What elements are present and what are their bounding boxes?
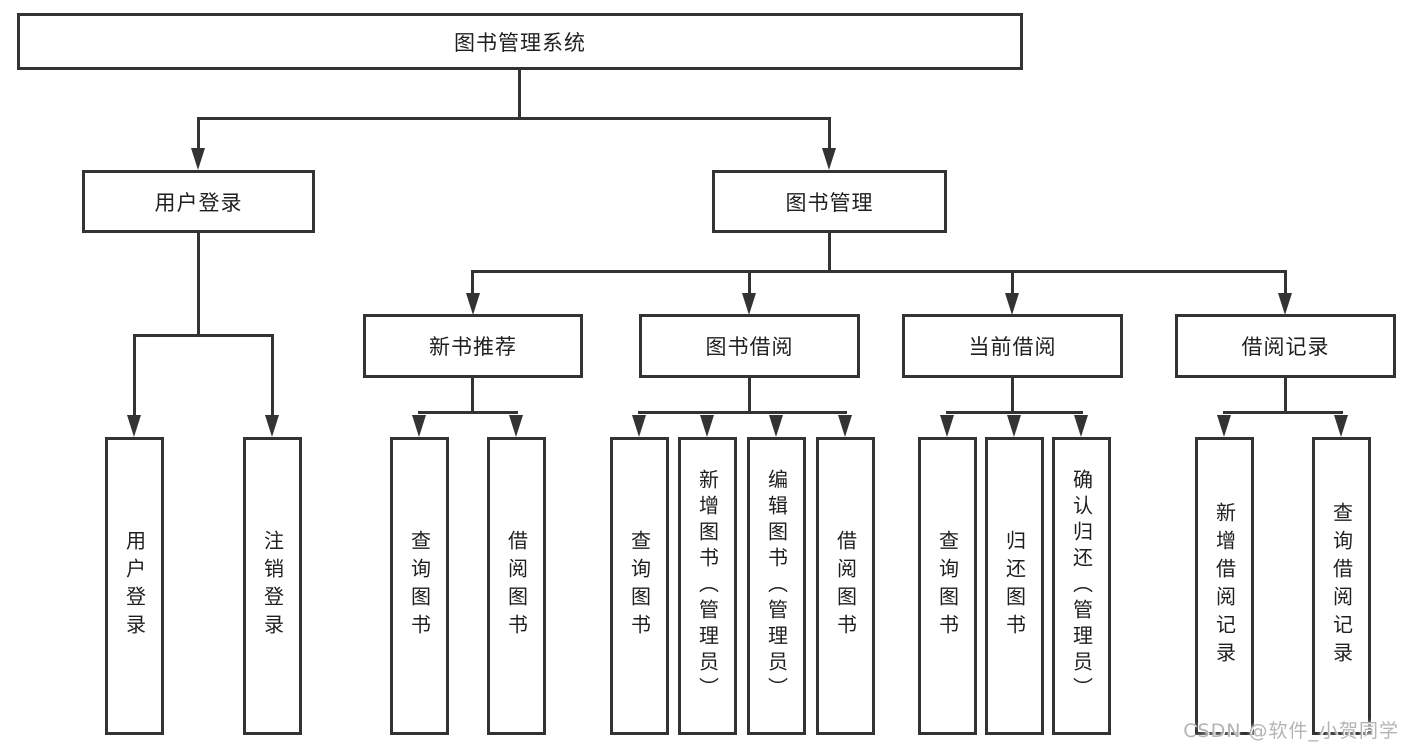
node-leaf-edit-books-admin: 编辑图书（管理员）: [747, 437, 806, 735]
node-leaf-query-books-borrowing: 查询图书: [610, 437, 669, 735]
node-leaf-add-books-admin-label: 新增图书（管理员）: [695, 469, 720, 703]
edge-drop-new-book-recommend: [471, 270, 474, 298]
node-book-borrowing-label: 图书借阅: [705, 335, 794, 359]
edge-current-borrowing-stem: [1011, 378, 1014, 414]
arrow-down-icon: [1074, 415, 1088, 437]
arrow-down-icon: [1007, 415, 1021, 437]
csdn-watermark: CSDN @软件_小贺同学: [1183, 720, 1399, 742]
arrow-down-icon: [265, 415, 279, 437]
arrow-down-icon: [1278, 293, 1292, 315]
node-new-book-recommend-label: 新书推荐: [429, 335, 517, 359]
node-user-login: 用户登录: [82, 170, 315, 233]
edge-user-login-stem: [197, 233, 200, 337]
arrow-down-icon: [1005, 293, 1019, 315]
node-leaf-query-borrow-record-label: 查询借阅记录: [1329, 502, 1354, 670]
edge-root-stem: [518, 70, 521, 120]
edge-book-borrowing-stem: [748, 378, 751, 414]
node-root: 图书管理系统: [17, 13, 1023, 70]
node-leaf-confirm-return-admin-label: 确认归还（管理员）: [1069, 469, 1094, 703]
node-book-borrowing: 图书借阅: [639, 314, 860, 378]
arrow-down-icon: [127, 415, 141, 437]
node-leaf-logout: 注销登录: [243, 437, 302, 735]
node-borrowing-records: 借阅记录: [1175, 314, 1396, 378]
arrow-down-icon: [1334, 415, 1348, 437]
node-leaf-logout-label: 注销登录: [260, 530, 285, 642]
node-leaf-return-books-label: 归还图书: [1002, 530, 1027, 642]
node-leaf-user-login-label: 用户登录: [122, 530, 147, 642]
node-root-label: 图书管理系统: [454, 30, 586, 55]
edge-book-management-branch-line: [471, 270, 1287, 273]
node-borrowing-records-label: 借阅记录: [1241, 335, 1330, 359]
node-leaf-edit-books-admin-label: 编辑图书（管理员）: [764, 469, 789, 703]
edge-drop-book-borrowing: [748, 270, 751, 298]
arrow-down-icon: [632, 415, 646, 437]
arrow-down-icon: [412, 415, 426, 437]
arrow-down-icon: [191, 148, 205, 170]
arrow-down-icon: [466, 293, 480, 315]
arrow-down-icon: [822, 148, 836, 170]
arrow-down-icon: [940, 415, 954, 437]
node-book-management-label: 图书管理: [785, 190, 874, 215]
node-leaf-add-books-admin: 新增图书（管理员）: [678, 437, 737, 735]
arrow-down-icon: [509, 415, 523, 437]
node-leaf-add-borrow-record-label: 新增借阅记录: [1212, 502, 1237, 670]
node-book-management: 图书管理: [712, 170, 947, 233]
node-leaf-borrow-books-recommend: 借阅图书: [487, 437, 546, 735]
node-leaf-query-books-borrowing-label: 查询图书: [627, 530, 652, 642]
edge-drop-leaf-logout: [271, 334, 274, 418]
edge-borrowing-records-branch-line: [1223, 411, 1343, 414]
node-leaf-confirm-return-admin: 确认归还（管理员）: [1052, 437, 1111, 735]
node-leaf-query-borrow-record: 查询借阅记录: [1312, 437, 1371, 735]
edge-drop-borrowing-records: [1284, 270, 1287, 298]
edge-user-login-branch-line: [133, 334, 274, 337]
edge-new-book-recommend-branch-line: [418, 411, 518, 414]
node-leaf-add-borrow-record: 新增借阅记录: [1195, 437, 1254, 735]
edge-drop-current-borrowing: [1011, 270, 1014, 298]
edge-book-management-stem: [828, 233, 831, 273]
edge-root-branch-line: [197, 117, 831, 120]
node-new-book-recommend: 新书推荐: [363, 314, 583, 378]
arrow-down-icon: [700, 415, 714, 437]
arrow-down-icon: [742, 293, 756, 315]
arrow-down-icon: [1217, 415, 1231, 437]
edge-borrowing-records-stem: [1284, 378, 1287, 414]
arrow-down-icon: [838, 415, 852, 437]
arrow-down-icon: [769, 415, 783, 437]
node-current-borrowing-label: 当前借阅: [968, 335, 1057, 359]
edge-drop-leaf-user-login: [133, 334, 136, 418]
node-leaf-borrow-books-borrowing: 借阅图书: [816, 437, 875, 735]
edge-new-book-recommend-stem: [471, 378, 474, 414]
node-leaf-query-books-recommend-label: 查询图书: [407, 530, 432, 642]
edge-drop-book-management: [828, 117, 831, 151]
edge-book-borrowing-branch-line: [638, 411, 847, 414]
node-leaf-query-books-recommend: 查询图书: [390, 437, 449, 735]
edge-drop-user-login: [197, 117, 200, 151]
node-leaf-user-login: 用户登录: [105, 437, 164, 735]
node-current-borrowing: 当前借阅: [902, 314, 1123, 378]
node-leaf-query-books-current: 查询图书: [918, 437, 977, 735]
node-leaf-query-books-current-label: 查询图书: [935, 530, 960, 642]
node-leaf-borrow-books-borrowing-label: 借阅图书: [833, 530, 858, 642]
edge-current-borrowing-branch-line: [946, 411, 1083, 414]
node-leaf-return-books: 归还图书: [985, 437, 1044, 735]
node-leaf-borrow-books-recommend-label: 借阅图书: [504, 530, 529, 642]
node-user-login-label: 用户登录: [154, 190, 243, 215]
